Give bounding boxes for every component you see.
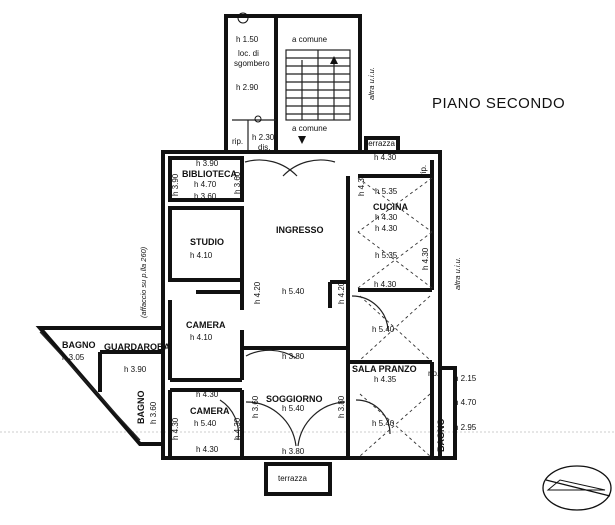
room-rip-cucina: rip. [419,165,428,176]
h-cucina-mid1: h 4.30 [375,213,398,222]
storage-dis: dis. [258,143,270,152]
room-cucina: CUCINA [373,202,408,212]
storage-label-1: loc. di [238,49,259,58]
h-cucina-lower: h 5.35 [375,251,398,260]
h-studio: h 4.10 [190,251,213,260]
h-camera-1: h 4.10 [190,333,213,342]
side-note-right-mid: altra u.i.u. [453,257,462,290]
side-note-right-top: altra u.i.u. [367,67,376,100]
terrazza-top-outline [364,136,400,154]
h-soggiorno-right: h 3.80 [337,395,346,418]
h-cucina-right: h 4.30 [421,247,430,270]
h-bib-bottom: h 3.60 [194,192,217,201]
h-camera-2-left: h 4.30 [171,417,180,440]
h-bib-center: h 4.70 [194,180,217,189]
room-guardaroba: GUARDAROBA [104,342,170,352]
stair-block [224,12,362,154]
room-camera-1: CAMERA [186,320,226,330]
stair-bottom-label: a comune [292,124,328,133]
h-ingresso: h 5.40 [282,287,305,296]
h-pranzo-lower: h 5.40 [372,419,395,428]
storage-rip: rip. [232,137,243,146]
room-bagno-2: BAGNO [136,391,146,425]
storage-h-bottom: h 2.30 [252,133,275,142]
terrazza-bottom-outline [264,462,332,496]
vault-marks [357,177,433,457]
h-camera-2-top: h 4.30 [196,390,219,399]
h-cucina-top: h 4.30 [374,153,397,162]
h-cucina-bottom: h 4.30 [374,280,397,289]
h-bib-left: h 3.90 [171,173,180,196]
storage-label-2: sgombero [234,59,270,68]
h-cucina-mid2: h 4.30 [375,224,398,233]
h-camera-2-right: h 4.30 [233,417,242,440]
room-terrazza-top: terrazza [366,139,395,148]
h-bib-right: h 3.60 [233,171,242,194]
h-bib-top: h 3.90 [196,159,219,168]
h-cucina-upper: h 5.35 [375,187,398,196]
h-ingresso-col-right: h 4.20 [337,281,346,304]
h-soggiorno-top: h 3.80 [282,352,305,361]
plan-title: PIANO SECONDO [432,95,565,112]
room-studio: STUDIO [190,237,224,247]
h-guardaroba: h 3.90 [124,365,147,374]
h-soggiorno-center: h 5.40 [282,404,305,413]
h-soggiorno-bottom: h 3.80 [282,447,305,456]
storage-h-mid: h 2.90 [236,83,259,92]
h-right-1: h 2.15 [454,374,477,383]
stair-top-label: a comune [292,35,328,44]
room-biblioteca: BIBLIOTECA [182,169,237,179]
h-camera-2-center: h 5.40 [194,419,217,428]
room-sala-pranzo: SALA PRANZO [352,364,417,374]
h-bagno-2: h 3.60 [149,401,158,424]
h-cucina-left: h 4.30 [357,173,366,196]
h-bagno-1: h 3.05 [62,353,85,362]
h-right-2: h 4.70 [454,398,477,407]
h-right-3: h 2.95 [454,423,477,432]
outer-walls [35,150,457,460]
room-camera-2: CAMERA [190,406,230,416]
north-arrow-icon [542,465,612,511]
h-pranzo-label: h 4.35 [374,375,397,384]
room-soggiorno: SOGGIORNO [266,394,323,404]
storage-h-top: h 1.50 [236,35,259,44]
room-ingresso: INGRESSO [276,225,324,235]
h-ingresso-col-left: h 4.20 [253,281,262,304]
room-bagno-3: BAGNO [436,419,446,453]
h-soggiorno-left: h 3.60 [251,395,260,418]
h-pranzo-upper: h 5.40 [372,325,395,334]
door-swings [219,159,391,447]
room-rip-pranzo: rip. [428,369,439,378]
side-note-left: (affaccio su p.lla 260) [139,246,148,318]
h-camera-2-bottom: h 4.30 [196,445,219,454]
internal-walls [168,156,434,458]
room-terrazza-bottom: terrazza [278,474,307,483]
stair-treads [285,49,351,144]
room-bagno-1: BAGNO [62,340,96,350]
